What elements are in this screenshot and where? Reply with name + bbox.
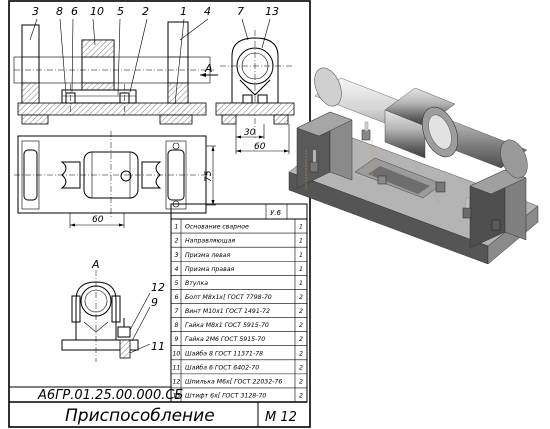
- table-cell-number: 13: [173, 393, 181, 400]
- callout-3: 3: [32, 5, 39, 18]
- table-cell-name: Втулка: [185, 280, 208, 287]
- table-cell-number: 11: [173, 364, 181, 371]
- table-cell-qty: 1: [299, 280, 303, 287]
- callout-6: 6: [71, 5, 78, 18]
- callout-13: 13: [265, 5, 279, 18]
- table-cell-name: Гайка 2М6 ГОСТ 5915-70: [185, 336, 265, 343]
- table-cell-number: 12: [173, 378, 181, 385]
- callout-5: 5: [117, 5, 124, 18]
- parts-table: У.6: [170, 203, 308, 403]
- view-a: [61, 270, 151, 362]
- table-cell-number: 9: [175, 336, 179, 343]
- table-cell-qty: 2: [299, 393, 303, 400]
- parts-table-header: У.6: [270, 209, 281, 217]
- drawing-title: Приспособление: [65, 406, 215, 426]
- table-cell-number: 8: [175, 322, 179, 329]
- table-cell-qty: 2: [299, 350, 303, 357]
- table-cell-number: 6: [175, 294, 179, 301]
- callout-1: 1: [180, 5, 187, 18]
- table-cell-name: Призма правая: [185, 266, 235, 273]
- table-cell-number: 7: [175, 308, 179, 315]
- title-block: А6ГР.01.25.00.000.СБ Приспособление М 12: [9, 386, 307, 427]
- drawing-scale: М 12: [265, 410, 297, 425]
- table-cell-name: Шпилька М6х[ ГОСТ 22032-76: [185, 378, 282, 385]
- side-view-callouts: 7 13 30 60: [237, 5, 279, 152]
- front-view: [13, 18, 218, 125]
- table-cell-number: 3: [175, 252, 179, 259]
- table-cell-number: 4: [175, 266, 179, 273]
- table-cell-qty: 1: [299, 238, 303, 245]
- section-label-a: A: [204, 62, 213, 75]
- table-cell-name: Штифт 6х[ ГОСТ 3128-70: [185, 393, 266, 400]
- table-cell-qty: 2: [299, 294, 303, 301]
- dimension-75: 75: [204, 170, 214, 182]
- table-cell-number: 2: [175, 238, 179, 245]
- table-cell-name: Шайба 8 ГОСТ 11371-78: [185, 349, 263, 357]
- table-cell-qty: 2: [299, 364, 303, 371]
- table-cell-name: Шайба 6 ГОСТ 6402-70: [185, 363, 259, 371]
- sheet-frame: [8, 0, 311, 428]
- callout-7: 7: [237, 5, 244, 18]
- table-cell-name: Призма левая: [185, 252, 231, 259]
- plan-view: [14, 131, 216, 228]
- table-cell-name: Болт М8х1х[ ГОСТ 7798-70: [185, 294, 272, 301]
- table-cell-qty: 2: [299, 336, 303, 343]
- callout-12: 12: [151, 281, 165, 294]
- table-cell-qty: 1: [299, 252, 303, 259]
- callout-11: 11: [151, 340, 165, 353]
- front-view-callouts: 3 8 6 10 5 2 1 4 A: [32, 5, 213, 75]
- dimension-60-side: 60: [254, 142, 266, 152]
- view-a-callouts: A 12 9 11: [91, 258, 165, 353]
- callout-9: 9: [151, 296, 158, 309]
- table-cell-number: 1: [175, 224, 179, 231]
- view-label-a: A: [91, 258, 100, 271]
- table-cell-qty: 2: [299, 308, 303, 315]
- table-cell-qty: 2: [299, 322, 303, 329]
- dimension-30: 30: [244, 128, 256, 138]
- callout-4: 4: [204, 5, 211, 18]
- table-cell-name: Направляющая: [185, 238, 235, 245]
- callout-10: 10: [90, 5, 104, 18]
- side-view: [215, 18, 295, 154]
- table-cell-qty: 1: [299, 224, 303, 231]
- isometric-render: [288, 67, 539, 265]
- table-cell-qty: 2: [299, 378, 303, 385]
- dimension-60-plan: 60: [92, 215, 104, 225]
- callout-2: 2: [142, 5, 149, 18]
- table-cell-name: Основание сварное: [185, 224, 249, 231]
- callout-8: 8: [56, 5, 63, 18]
- table-cell-number: 5: [175, 280, 179, 287]
- table-cell-qty: 1: [299, 266, 303, 273]
- drawing-designation: А6ГР.01.25.00.000.СБ: [37, 388, 183, 403]
- table-cell-name: Гайка М8х1 ГОСТ 5915-70: [185, 322, 269, 329]
- table-cell-number: 10: [173, 350, 181, 357]
- plan-view-dimensions: 75 60: [92, 170, 214, 225]
- table-cell-name: Винт М10х1 ГОСТ 1491-72: [185, 308, 270, 315]
